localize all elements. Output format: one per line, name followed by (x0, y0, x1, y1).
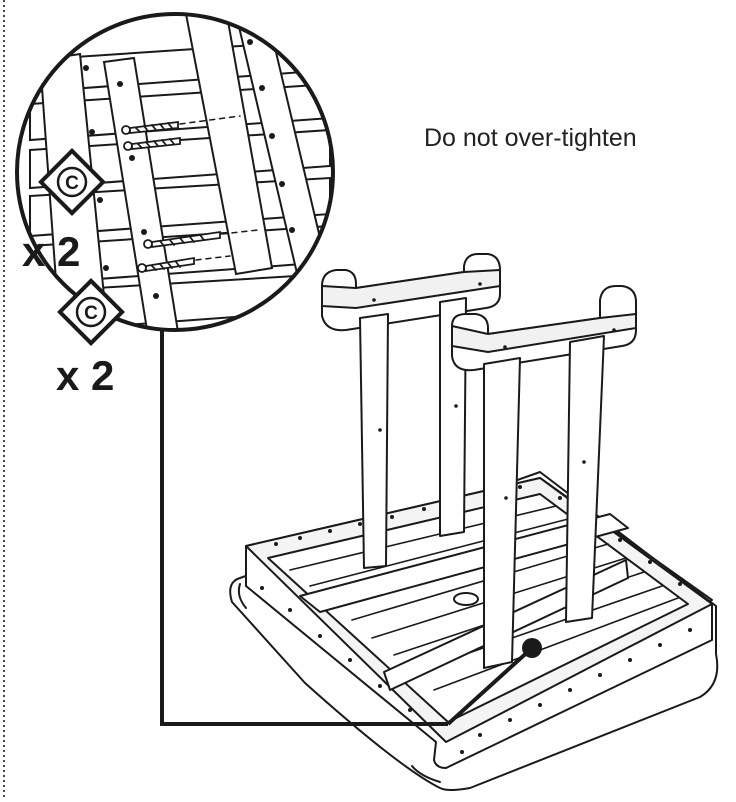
part-badge-letter: C (65, 173, 79, 194)
table-top-edge-detail-2 (237, 583, 247, 609)
zoom-holes (83, 39, 295, 330)
table-top-edge-detail (411, 765, 441, 783)
instruction-note: Do not over-tighten (424, 124, 637, 152)
umbrella-hole (453, 592, 479, 606)
quantity-label-upper: x 2 (22, 228, 80, 275)
part-badge-circle (75, 296, 107, 328)
zoom-screws (121, 115, 259, 273)
screw-3 (143, 230, 221, 249)
front-leg-left (483, 357, 521, 669)
callout-connector (160, 326, 448, 726)
part-c-badge-upper: C (38, 148, 106, 216)
screw-2 (123, 136, 181, 151)
screw-1 (121, 120, 179, 135)
part-badge-letter: C (84, 303, 98, 324)
callout-leader-line (446, 646, 534, 726)
screw-4 (137, 256, 195, 273)
leg-screw-holes (372, 282, 616, 500)
table-assembly (229, 253, 719, 791)
zoom-leg (184, 14, 274, 276)
part-c-badge-lower: C (57, 278, 125, 346)
back-leg-yoke-top (321, 269, 501, 309)
front-leg-right (565, 335, 605, 623)
zoom-circle-border (15, 12, 335, 332)
part-badge-circle (56, 166, 88, 198)
quantity-label-lower: x 2 (56, 352, 114, 399)
front-leg-frame (372, 282, 637, 669)
front-leg-yoke-top (451, 313, 637, 353)
back-leg-left (359, 313, 389, 569)
screw-path-dashes (179, 115, 259, 261)
